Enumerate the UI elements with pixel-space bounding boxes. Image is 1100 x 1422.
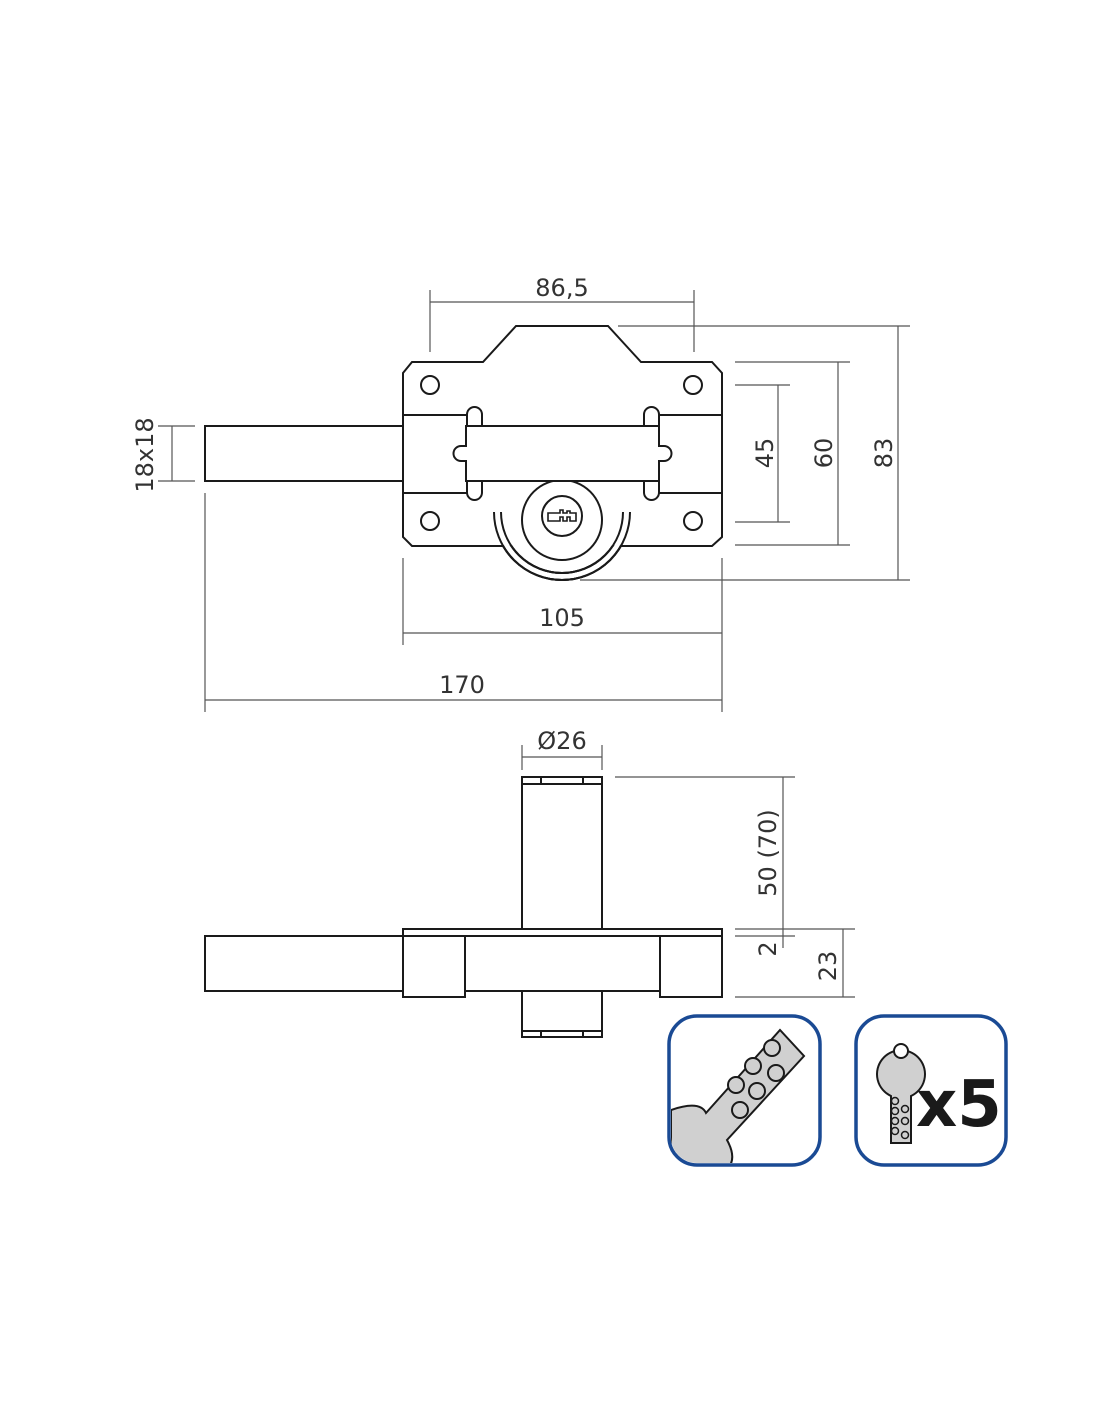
- dim-plate-height: 60: [810, 438, 838, 469]
- keyhole-icon: [541, 495, 583, 537]
- key-icon: [876, 1043, 926, 1144]
- dim-total-height: 83: [870, 438, 898, 469]
- keys-count-badge: x5: [854, 1014, 1008, 1167]
- front-view: [204, 325, 723, 581]
- dim-cylinder-length: 50 (70): [754, 809, 782, 896]
- guide-block: [659, 935, 723, 998]
- screw-hole: [420, 511, 440, 531]
- dim-body-depth: 23: [814, 951, 842, 982]
- dim-bolt-section: 18x18: [131, 417, 159, 492]
- dim-top-width: 86,5: [535, 274, 588, 302]
- top-view-dimensions: Ø26 50 (70) 2 23: [521, 727, 855, 998]
- screw-hole: [683, 511, 703, 531]
- cylinder-top: [521, 776, 603, 930]
- top-view: [204, 776, 723, 1038]
- dim-cylinder-diameter: Ø26: [537, 727, 586, 755]
- keys-count-label: x5: [916, 1068, 1002, 1142]
- screw-hole: [420, 375, 440, 395]
- screw-hole: [683, 375, 703, 395]
- dim-plate-width: 105: [539, 604, 585, 632]
- guide-block: [402, 935, 466, 998]
- bolt-body: [452, 425, 673, 482]
- front-view-dimensions: 86,5 83 60 45 18x18 105 170: [131, 274, 910, 712]
- dim-plate-thickness: 2: [754, 941, 782, 956]
- dim-hole-spacing: 45: [751, 438, 779, 469]
- dimple-key-icon: [671, 1028, 806, 1163]
- cylinder-bottom: [521, 990, 603, 1038]
- dimple-key-badge: [667, 1014, 822, 1167]
- bolt-bar-side: [204, 935, 404, 992]
- bolt-bar: [204, 425, 404, 482]
- dim-total-length: 170: [439, 671, 485, 699]
- plate-side: [402, 928, 723, 937]
